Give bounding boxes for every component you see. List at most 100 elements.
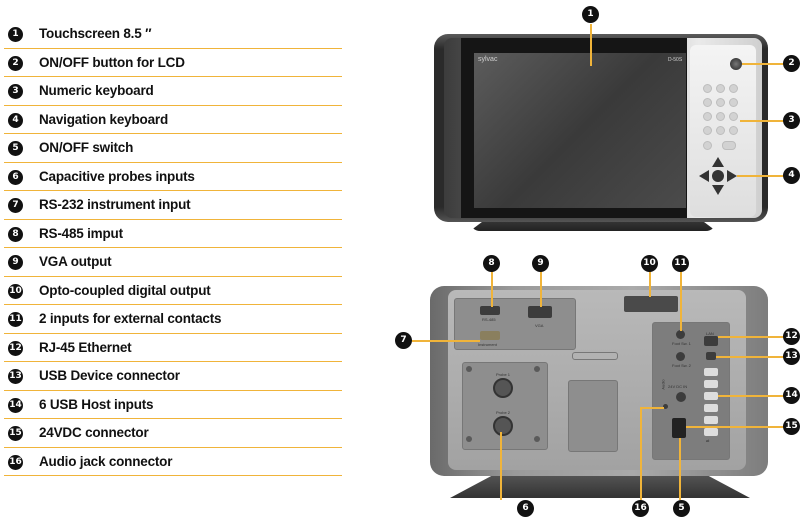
legend-item: 2 ON/OFF button for LCD bbox=[4, 49, 342, 77]
leader-line bbox=[540, 271, 542, 307]
rs485-port[interactable] bbox=[480, 306, 500, 315]
usb-host-port[interactable] bbox=[704, 416, 718, 424]
touchscreen[interactable] bbox=[474, 53, 686, 208]
numeric-key[interactable] bbox=[729, 84, 738, 93]
usb-host-port[interactable] bbox=[704, 380, 718, 388]
probe2-input[interactable] bbox=[493, 416, 513, 436]
model-label: D-50S bbox=[668, 57, 683, 63]
callout-10: 10 bbox=[641, 255, 658, 272]
legend-label: USB Device connector bbox=[39, 368, 180, 383]
bullet-number: 7 bbox=[8, 198, 23, 213]
bullet-number: 11 bbox=[8, 312, 23, 327]
callout-2: 2 bbox=[783, 55, 800, 72]
arrow-right-icon[interactable] bbox=[727, 170, 737, 182]
enter-key[interactable] bbox=[722, 141, 736, 150]
numeric-key[interactable] bbox=[703, 112, 712, 121]
leader-line bbox=[590, 24, 592, 66]
bullet-number: 15 bbox=[8, 426, 23, 441]
dc-power-input[interactable] bbox=[676, 392, 686, 402]
numeric-key[interactable] bbox=[729, 126, 738, 135]
legend-label: Navigation keyboard bbox=[39, 111, 168, 127]
foot-switch2-input[interactable] bbox=[676, 352, 685, 361]
usb-device-port[interactable] bbox=[706, 352, 716, 360]
callout-13: 13 bbox=[783, 348, 800, 365]
callout-4: 4 bbox=[783, 167, 800, 184]
legend-item: 12 RJ-45 Ethernet bbox=[4, 334, 342, 362]
numeric-key[interactable] bbox=[703, 98, 712, 107]
bullet-number: 3 bbox=[8, 84, 23, 99]
callout-7: 7 bbox=[395, 332, 412, 349]
legend-item: 6 Capacitive probes inputs bbox=[4, 163, 342, 191]
probe2-label: Probe 2 bbox=[496, 410, 511, 415]
rs485-port-label: RS-485 bbox=[482, 317, 496, 322]
leader-line bbox=[640, 407, 664, 409]
leader-line bbox=[686, 426, 784, 428]
lan-label: LAN bbox=[706, 331, 714, 336]
blank-plate bbox=[568, 380, 618, 452]
usb-host-port[interactable] bbox=[704, 428, 718, 436]
usb-host-port[interactable] bbox=[704, 392, 718, 400]
arrow-left-icon[interactable] bbox=[699, 170, 709, 182]
vent-slot bbox=[572, 352, 618, 360]
instrument-port-label: Instrument bbox=[478, 342, 497, 347]
bullet-number: 4 bbox=[8, 112, 23, 128]
nav-center-button[interactable] bbox=[712, 170, 724, 182]
numeric-key[interactable] bbox=[716, 126, 725, 135]
foot-switch1-label: Foot Sw. 1 bbox=[672, 341, 691, 346]
legend-label: RJ-45 Ethernet bbox=[39, 339, 132, 355]
legend-label: 24VDC connector bbox=[39, 425, 149, 440]
foot-switch1-input[interactable] bbox=[676, 330, 685, 339]
numeric-key[interactable] bbox=[703, 141, 712, 150]
vga-port[interactable] bbox=[528, 306, 552, 318]
legend-label: VGA output bbox=[39, 254, 112, 269]
callout-5: 5 bbox=[673, 500, 690, 517]
callout-16: 16 bbox=[632, 500, 649, 517]
serial-plate bbox=[454, 298, 576, 350]
ethernet-port[interactable] bbox=[704, 336, 718, 346]
numeric-key[interactable] bbox=[729, 98, 738, 107]
probe1-input[interactable] bbox=[493, 378, 513, 398]
opto-output-terminal[interactable] bbox=[624, 296, 678, 312]
audio-label: Audio bbox=[660, 379, 666, 390]
leader-line bbox=[742, 63, 784, 65]
leader-line bbox=[491, 271, 493, 307]
callout-14: 14 bbox=[783, 387, 800, 404]
io-plate bbox=[652, 322, 730, 460]
bullet-number: 2 bbox=[8, 55, 23, 71]
brand-logo: sylvac bbox=[478, 56, 498, 63]
lcd-power-button[interactable] bbox=[730, 58, 742, 70]
numeric-key[interactable] bbox=[716, 84, 725, 93]
bullet-number: 16 bbox=[8, 454, 23, 470]
legend-label: 6 USB Host inputs bbox=[39, 396, 154, 412]
foot-switch2-label: Foot Sw. 2 bbox=[672, 363, 691, 368]
usb-host-port[interactable] bbox=[704, 368, 718, 376]
audio-jack[interactable] bbox=[663, 404, 668, 409]
legend-item: 14 6 USB Host inputs bbox=[4, 391, 342, 419]
numeric-key[interactable] bbox=[716, 98, 725, 107]
usb-host-port[interactable] bbox=[704, 404, 718, 412]
legend-item: 11 2 inputs for external contacts bbox=[4, 305, 342, 334]
screw bbox=[466, 436, 472, 442]
callout-9: 9 bbox=[532, 255, 549, 272]
leader-line bbox=[680, 271, 682, 331]
numeric-key[interactable] bbox=[703, 126, 712, 135]
usb-icon: ⇌ bbox=[706, 438, 710, 443]
leader-line bbox=[716, 356, 784, 358]
callout-1: 1 bbox=[582, 6, 599, 23]
rs232-port[interactable] bbox=[480, 331, 500, 340]
legend-item: 15 24VDC connector bbox=[4, 419, 342, 448]
bullet-number: 13 bbox=[8, 369, 23, 384]
arrow-down-icon[interactable] bbox=[712, 185, 724, 195]
callout-11: 11 bbox=[672, 255, 689, 272]
power-switch[interactable] bbox=[672, 418, 686, 438]
vga-port-label: VGA bbox=[535, 323, 544, 328]
bullet-number: 10 bbox=[8, 283, 23, 299]
numeric-key[interactable] bbox=[729, 112, 738, 121]
arrow-up-icon[interactable] bbox=[712, 157, 724, 167]
numeric-key[interactable] bbox=[716, 112, 725, 121]
navigation-keyboard bbox=[699, 157, 737, 195]
leader-line bbox=[679, 438, 681, 500]
legend-list: 1 Touchscreen 8.5 ″ 2 ON/OFF button for … bbox=[4, 20, 342, 476]
legend-label: 2 inputs for external contacts bbox=[39, 311, 222, 326]
numeric-key[interactable] bbox=[703, 84, 712, 93]
